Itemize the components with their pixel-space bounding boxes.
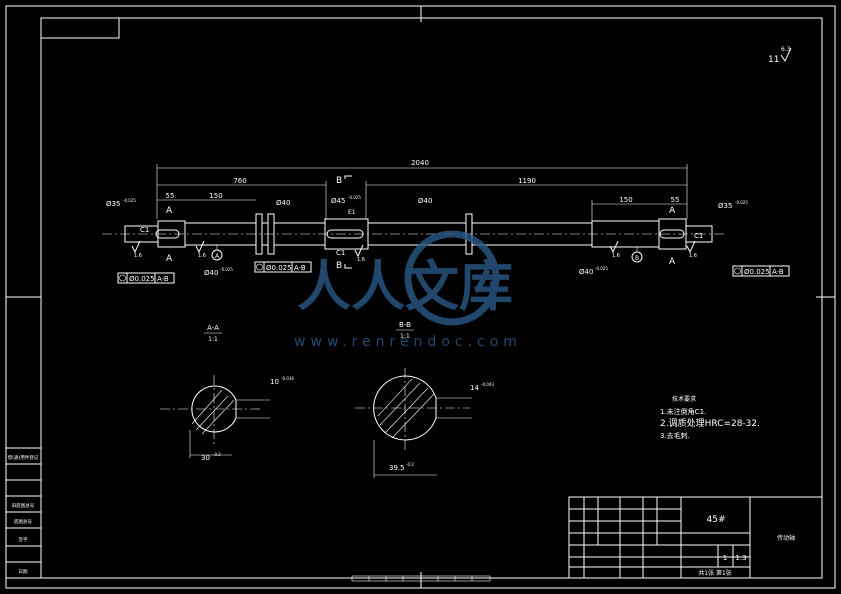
dim-left-seg: 150 (209, 192, 222, 200)
roughness-1: 1.6 (134, 253, 142, 259)
roughness-5: 1.6 (689, 253, 697, 259)
title-part-name: 传动轴 (777, 534, 795, 542)
dia-right-seat-tol: -0.025 (595, 266, 608, 271)
keyway-e1: E1 (348, 209, 356, 216)
dia-left-journal: Ø35 (106, 200, 120, 208)
tol-mid-value: Ø0.025 (266, 264, 292, 272)
title-qty: 1 (723, 554, 727, 562)
section-bb-view (355, 368, 472, 478)
section-b-top-arrow-icon (344, 175, 352, 179)
top-left-box (40, 17, 120, 39)
note-1: 1.未注倒角C1. (660, 407, 706, 416)
tolerance-frame-left (117, 272, 175, 284)
left-strip-5: 日期 (19, 569, 28, 575)
dim-overall-length: 2040 (411, 159, 429, 167)
section-aa-title: A-A (207, 324, 219, 332)
title-block (568, 496, 823, 579)
dim-left-key: 55 (166, 192, 175, 200)
tol-mid-ref: A-B (294, 264, 306, 272)
dim-left-total: 760 (233, 177, 246, 185)
section-aa-view (160, 375, 270, 458)
chamfer-right: C1 (694, 232, 703, 240)
dia-right-journal-tol: -0.025 (735, 200, 748, 205)
roughness-marks (131, 240, 696, 258)
section-aa-width-tol: -0.036 (281, 376, 294, 381)
dia-keyed-section-tol: -0.025 (348, 195, 361, 200)
section-a-bottom-left: A (166, 254, 173, 264)
inner-frame (40, 17, 823, 579)
section-bb-depth: 39.5 (389, 464, 405, 472)
section-bb-title: B-B (399, 321, 411, 329)
dia-right-seat: Ø40 (579, 268, 593, 276)
section-a-top-left: A (166, 206, 173, 216)
chamfer-mid: C1 (336, 249, 345, 257)
dia-right-body: Ø40 (418, 197, 432, 205)
left-strip-1: 借(通)用件登记 (8, 454, 39, 461)
section-b-bottom: B (336, 261, 342, 271)
datum-b-label: B (635, 255, 639, 262)
dia-mid-body: Ø40 (276, 199, 290, 207)
tol-right-value: Ø0.025 (744, 268, 770, 276)
left-strip-2: 旧底图总号 (12, 502, 35, 509)
tolerance-frame-mid (254, 261, 312, 273)
corner-roughness-note: 11 (768, 55, 779, 65)
dim-right-total: 1190 (518, 177, 536, 185)
roughness-symbol-icon (780, 47, 792, 63)
note-3: 3.去毛刺. (660, 431, 690, 440)
section-aa-scale: 1:1 (208, 336, 218, 343)
watermark-brand: 人人文库 (297, 255, 513, 318)
roughness-4: 1.6 (612, 253, 620, 259)
datum-a-label: A (215, 253, 220, 260)
section-bb-width-tol: -0.043 (481, 382, 494, 387)
dimension-lines (156, 164, 688, 221)
section-bb-width: 14 (470, 384, 479, 392)
section-aa-width: 10 (270, 378, 279, 386)
watermark-url: www.renrendoc.com (294, 334, 522, 350)
title-sheet: 共1张 第1张 (698, 569, 732, 577)
bottom-ruler (351, 575, 491, 582)
left-strip-3: 底图总号 (14, 518, 32, 525)
section-bb-depth-tol: -0.2 (406, 462, 414, 467)
dia-left-seat: Ø40 (204, 269, 218, 277)
section-aa-depth-tol: -0.2 (213, 452, 221, 457)
section-b-bottom-arrow-icon (344, 264, 352, 269)
chamfer-left: C1 (140, 226, 149, 234)
shaft-main-view (102, 213, 725, 255)
dia-right-journal: Ø35 (718, 202, 732, 210)
left-strip (5, 447, 42, 579)
watermark: 人人文库 www.renrendoc.com (294, 230, 522, 350)
roughness-3: 1.6 (357, 257, 365, 263)
section-a-bottom-right: A (669, 257, 676, 267)
tol-right-ref: A-B (772, 268, 784, 276)
corner-roughness-value: 6.3 (781, 46, 791, 53)
dim-right-seg: 150 (619, 196, 632, 204)
notes-heading: 技术要求 (672, 395, 696, 403)
dia-left-seat-tol: -0.025 (220, 267, 233, 272)
dim-right-key: 55 (671, 196, 680, 204)
title-material: 45# (707, 515, 726, 525)
section-b-top: B (336, 176, 342, 186)
section-aa-depth: 30 (201, 454, 210, 462)
title-scale: 1:3 (735, 554, 746, 562)
dia-left-journal-tol: -0.025 (123, 198, 136, 203)
tol-left-value: Ø0.025 (129, 275, 155, 283)
dia-keyed-section: Ø45 (331, 197, 345, 205)
tol-left-ref: A-B (157, 275, 169, 283)
section-bb-scale: 1:1 (400, 333, 410, 340)
note-2: 2.调质处理HRC=28-32. (660, 417, 760, 429)
left-strip-4: 签字 (19, 536, 28, 543)
tolerance-frame-right (732, 265, 790, 277)
roughness-2: 1.6 (198, 253, 206, 259)
section-a-top-right: A (669, 206, 676, 216)
